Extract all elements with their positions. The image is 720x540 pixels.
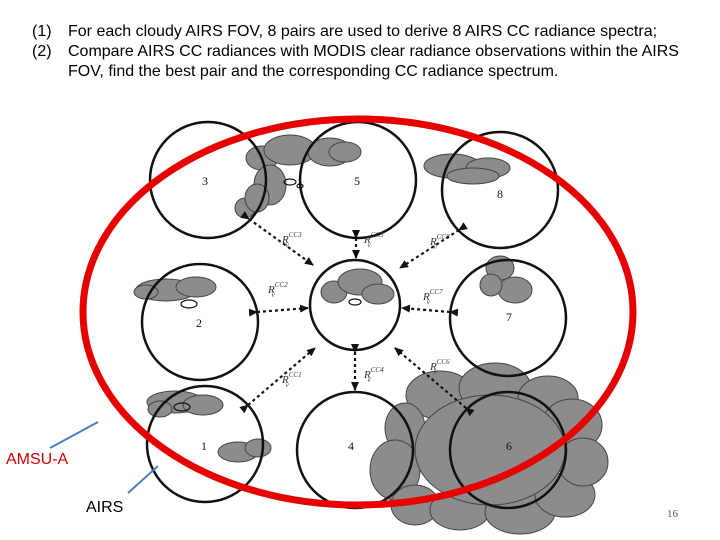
instruction-text-1: For each cloudy AIRS FOV, 8 pairs are us… [68,23,658,40]
fov-label-4: 4 [348,439,354,453]
instructions: (1) For each cloudy AIRS FOV, 8 pairs ar… [32,22,702,82]
cloud-mid-left [133,276,217,302]
fov-label-7: 7 [506,310,512,324]
fov-circle-6 [448,390,568,510]
instruction-number-1: (1) [32,23,52,40]
instruction-text-2: Compare AIRS CC radiances with MODIS cle… [68,43,679,80]
instruction-item-1: (1) For each cloudy AIRS FOV, 8 pairs ar… [32,22,702,42]
cloud-large-bottom [369,362,609,535]
amsu-footprint-ellipse [79,115,637,509]
fov-label-6: 6 [506,439,512,453]
fov-circle-8 [440,130,560,250]
cloud-center [320,268,395,305]
airs-label: AIRS [86,499,124,516]
fov-label-2: 2 [196,316,202,330]
fov-circle-3 [148,120,268,240]
amsu-pointer-line [49,421,99,449]
fov-circle-1 [145,384,265,504]
small-blobs [173,178,362,412]
cloud-upper-right [423,153,511,185]
fov-label-8: 8 [497,187,503,201]
instruction-item-2: (2) Compare AIRS CC radiances with MODIS… [32,42,702,82]
page-number: 16 [667,508,678,520]
fov-label-3: 3 [202,174,208,188]
fov-label-1: 1 [201,439,207,453]
fov-circle-2 [140,262,260,382]
airs-pointer-line [127,465,159,494]
arrows [239,211,475,417]
cloud-top [234,134,362,219]
instruction-number-2: (2) [32,43,52,60]
fov-label-5: 5 [354,174,360,188]
amsu-a-label: AMSU-A [6,451,69,468]
fov-circle-7 [448,258,568,378]
cloud-mid-right [479,255,533,304]
fov-labels: 3 5 8 2 7 1 4 6 [196,174,512,453]
